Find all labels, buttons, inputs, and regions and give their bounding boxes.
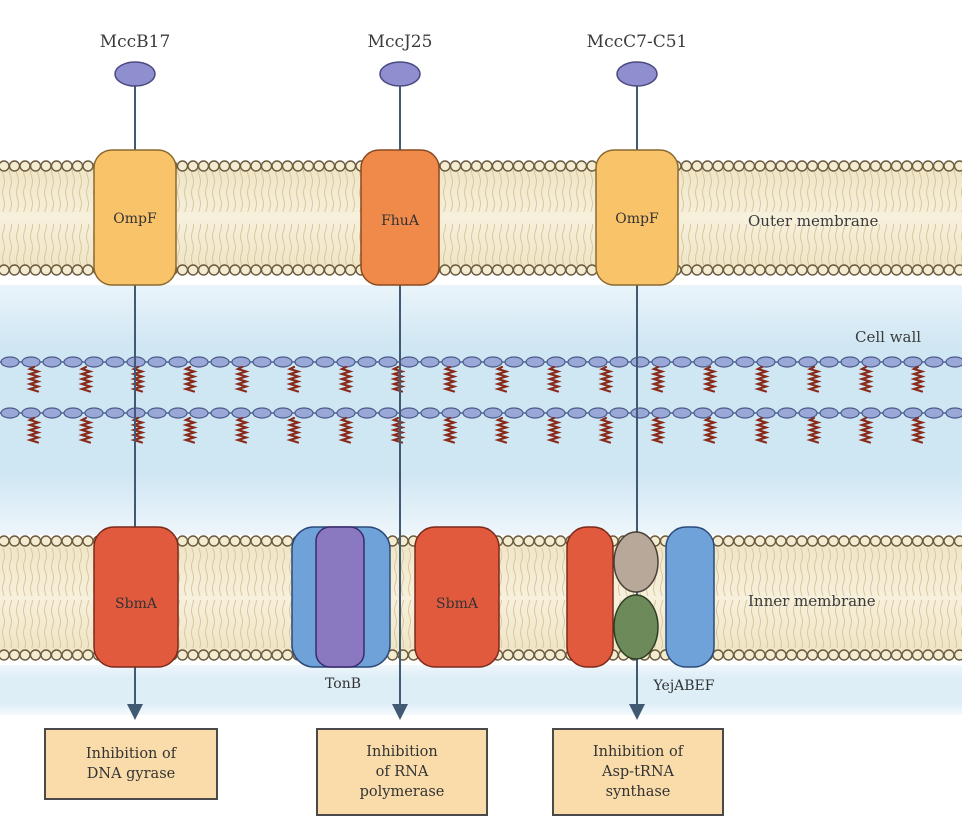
ompf-label-1: OmpF (113, 211, 156, 227)
asp-trna-synthase-target-text: Inhibition of Asp-tRNA synthase (593, 742, 683, 802)
ompf-label-2: OmpF (615, 211, 658, 227)
yejabef-label: YejABEF (654, 678, 715, 694)
yejabef-complex (567, 527, 714, 667)
sbma-label-1: SbmA (115, 596, 157, 612)
mccj25-label: MccJ25 (368, 32, 433, 52)
tonb-label: TonB (325, 676, 361, 692)
mccj25-peptide (380, 62, 420, 86)
asp-trna-synthase-target-box: Inhibition of Asp-tRNA synthase (552, 728, 724, 816)
rna-polymerase-target-box: Inhibition of RNA polymerase (316, 728, 488, 816)
mccb17-peptide (115, 62, 155, 86)
dna-gyrase-target-box: Inhibition of DNA gyrase (44, 728, 218, 800)
rna-polymerase-target-text: Inhibition of RNA polymerase (360, 742, 445, 802)
mccc7-label: MccC7-C51 (587, 32, 688, 52)
dna-gyrase-target-text: Inhibition of DNA gyrase (86, 744, 176, 784)
periplasm-region (0, 285, 962, 535)
inner-membrane-label: Inner membrane (748, 592, 876, 610)
mccc7-peptide (617, 62, 657, 86)
sbma-label-2: SbmA (436, 596, 478, 612)
cell-wall-label: Cell wall (855, 328, 921, 346)
mccb17-label: MccB17 (100, 32, 171, 52)
cytoplasm-region (0, 665, 962, 715)
fhua-label: FhuA (381, 213, 419, 229)
outer-membrane-label: Outer membrane (748, 212, 878, 230)
tonb-complex (292, 527, 390, 667)
